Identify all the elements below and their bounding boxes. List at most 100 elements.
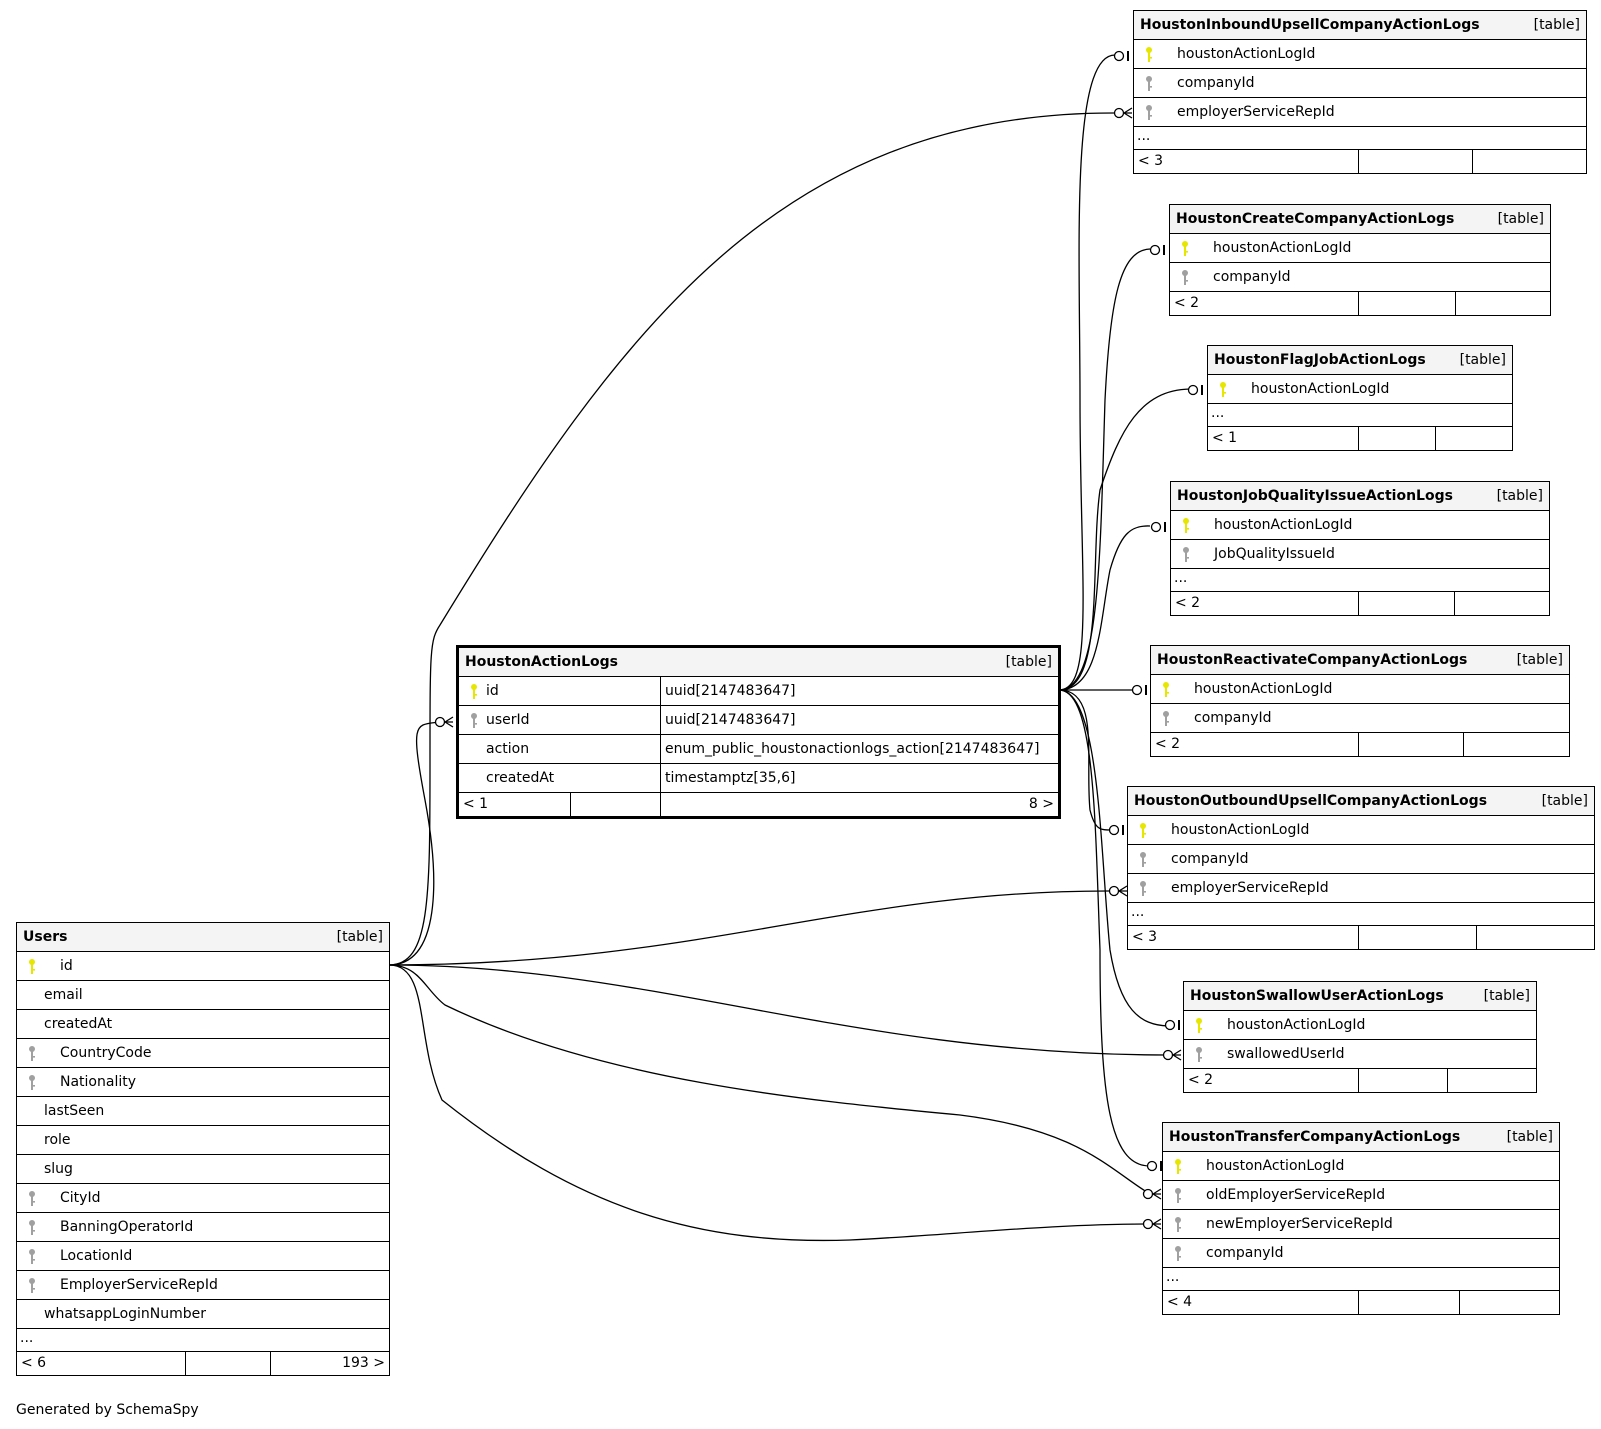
foreign-key-icon xyxy=(24,1074,40,1091)
column-row[interactable]: companyId xyxy=(1128,845,1594,874)
primary-key-icon xyxy=(471,683,477,699)
column-name: companyId xyxy=(1194,710,1272,726)
column-row[interactable]: CityId xyxy=(17,1184,389,1213)
table-header: HoustonReactivateCompanyActionLogs [tabl… xyxy=(1151,646,1569,675)
column-row[interactable]: lastSeen xyxy=(17,1097,389,1126)
table-tag: [table] xyxy=(1005,654,1052,670)
foreign-key-icon xyxy=(1140,880,1146,896)
primary-key-icon xyxy=(29,958,35,974)
column-row[interactable]: BanningOperatorId xyxy=(17,1213,389,1242)
table-tag: [table] xyxy=(336,929,383,945)
primary-key-icon xyxy=(1196,1017,1202,1033)
column-row[interactable]: newEmployerServiceRepId xyxy=(1163,1210,1559,1239)
column-row[interactable]: JobQualityIssueId xyxy=(1171,540,1549,569)
foreign-key-icon xyxy=(1141,104,1157,121)
footer-left: < 2 xyxy=(1151,733,1359,756)
column-row[interactable]: houstonActionLogId xyxy=(1170,234,1550,263)
column-row[interactable]: email xyxy=(17,981,389,1010)
column-row[interactable]: createdAt xyxy=(17,1010,389,1039)
table-flag-job[interactable]: HoustonFlagJobActionLogs [table] houston… xyxy=(1207,345,1513,451)
table-inbound-upsell[interactable]: HoustonInboundUpsellCompanyActionLogs [t… xyxy=(1133,10,1587,174)
edge-users-to-transfer-new xyxy=(388,964,1151,1242)
column-name: companyId xyxy=(1213,269,1291,285)
column-row[interactable]: LocationId xyxy=(17,1242,389,1271)
footer-right xyxy=(1436,427,1512,450)
column-row[interactable]: whatsappLoginNumber xyxy=(17,1300,389,1329)
column-row[interactable]: companyId xyxy=(1134,69,1586,98)
column-row[interactable]: id xyxy=(17,952,389,981)
column-row[interactable]: oldEmployerServiceRepId xyxy=(1163,1181,1559,1210)
foreign-key-icon xyxy=(29,1248,35,1264)
column-name: houstonActionLogId xyxy=(1177,46,1316,62)
generated-by-footer: Generated by SchemaSpy xyxy=(16,1402,199,1418)
column-row[interactable]: swallowedUserId xyxy=(1184,1040,1536,1069)
table-outbound-upsell[interactable]: HoustonOutboundUpsellCompanyActionLogs [… xyxy=(1127,786,1595,950)
table-name: HoustonCreateCompanyActionLogs xyxy=(1176,211,1455,227)
column-row[interactable]: houstonActionLogId xyxy=(1128,816,1594,845)
foreign-key-icon xyxy=(466,712,482,729)
column-row[interactable]: houstonActionLogId xyxy=(1208,375,1512,404)
table-job-quality-issue[interactable]: HoustonJobQualityIssueActionLogs [table]… xyxy=(1170,481,1550,616)
column-row[interactable]: EmployerServiceRepId xyxy=(17,1271,389,1300)
footer-mid xyxy=(1359,592,1455,615)
column-name: id xyxy=(60,958,73,974)
column-row[interactable]: Nationality xyxy=(17,1068,389,1097)
primary-key-icon xyxy=(1220,381,1226,397)
column-row[interactable]: companyId xyxy=(1163,1239,1559,1268)
table-footer: < 2 xyxy=(1171,592,1549,615)
column-row[interactable]: slug xyxy=(17,1155,389,1184)
table-swallow-user[interactable]: HoustonSwallowUserActionLogs [table] hou… xyxy=(1183,981,1537,1093)
table-create-company[interactable]: HoustonCreateCompanyActionLogs [table] h… xyxy=(1169,204,1551,316)
more-columns: ... xyxy=(1134,127,1586,150)
table-tag: [table] xyxy=(1533,17,1580,33)
foreign-key-icon xyxy=(29,1045,35,1061)
foreign-key-icon xyxy=(29,1190,35,1206)
column-row[interactable]: employerServiceRepId xyxy=(1134,98,1586,127)
column-row[interactable]: CountryCode xyxy=(17,1039,389,1068)
column-row[interactable]: houstonActionLogId xyxy=(1184,1011,1536,1040)
column-row[interactable]: employerServiceRepId xyxy=(1128,874,1594,903)
column-name: whatsappLoginNumber xyxy=(44,1306,207,1322)
table-header: HoustonFlagJobActionLogs [table] xyxy=(1208,346,1512,375)
column-row[interactable]: companyId xyxy=(1170,263,1550,292)
table-reactivate-company[interactable]: HoustonReactivateCompanyActionLogs [tabl… xyxy=(1150,645,1570,757)
column-row[interactable]: companyId xyxy=(1151,704,1569,733)
primary-key-icon xyxy=(1175,1158,1181,1174)
column-name: role xyxy=(44,1132,71,1148)
column-name: Nationality xyxy=(60,1074,137,1090)
footer-right xyxy=(1473,150,1586,173)
footer-right xyxy=(1460,1291,1559,1314)
foreign-key-icon xyxy=(1135,880,1151,897)
column-row[interactable]: houstonActionLogId xyxy=(1171,511,1549,540)
edge-users-to-inbound xyxy=(388,112,1116,966)
more-columns: ... xyxy=(1208,404,1512,427)
table-name: HoustonOutboundUpsellCompanyActionLogs xyxy=(1134,793,1488,809)
column-row[interactable]: houstonActionLogId xyxy=(1151,675,1569,704)
foreign-key-icon xyxy=(24,1190,40,1207)
more-columns: ... xyxy=(17,1329,389,1352)
table-header: HoustonCreateCompanyActionLogs [table] xyxy=(1170,205,1550,234)
table-transfer-company[interactable]: HoustonTransferCompanyActionLogs [table]… xyxy=(1162,1122,1560,1315)
edge-users-to-outbound xyxy=(388,890,1113,966)
column-name: action xyxy=(486,741,530,757)
footer-mid xyxy=(1359,1069,1448,1092)
edge-users-to-actionlogs xyxy=(388,721,441,966)
primary-key-icon xyxy=(1163,681,1169,697)
column-row[interactable]: houstonActionLogId xyxy=(1163,1152,1559,1181)
column-name: CityId xyxy=(60,1190,101,1206)
footer-left: < 1 xyxy=(459,793,571,816)
column-row[interactable]: role xyxy=(17,1126,389,1155)
table-header: HoustonTransferCompanyActionLogs [table] xyxy=(1163,1123,1559,1152)
footer-right: 193 > xyxy=(342,1355,385,1371)
foreign-key-icon xyxy=(24,1277,40,1294)
column-name: createdAt xyxy=(44,1016,113,1032)
column-row[interactable]: houstonActionLogId xyxy=(1134,40,1586,69)
column-name: houstonActionLogId xyxy=(1213,240,1352,256)
